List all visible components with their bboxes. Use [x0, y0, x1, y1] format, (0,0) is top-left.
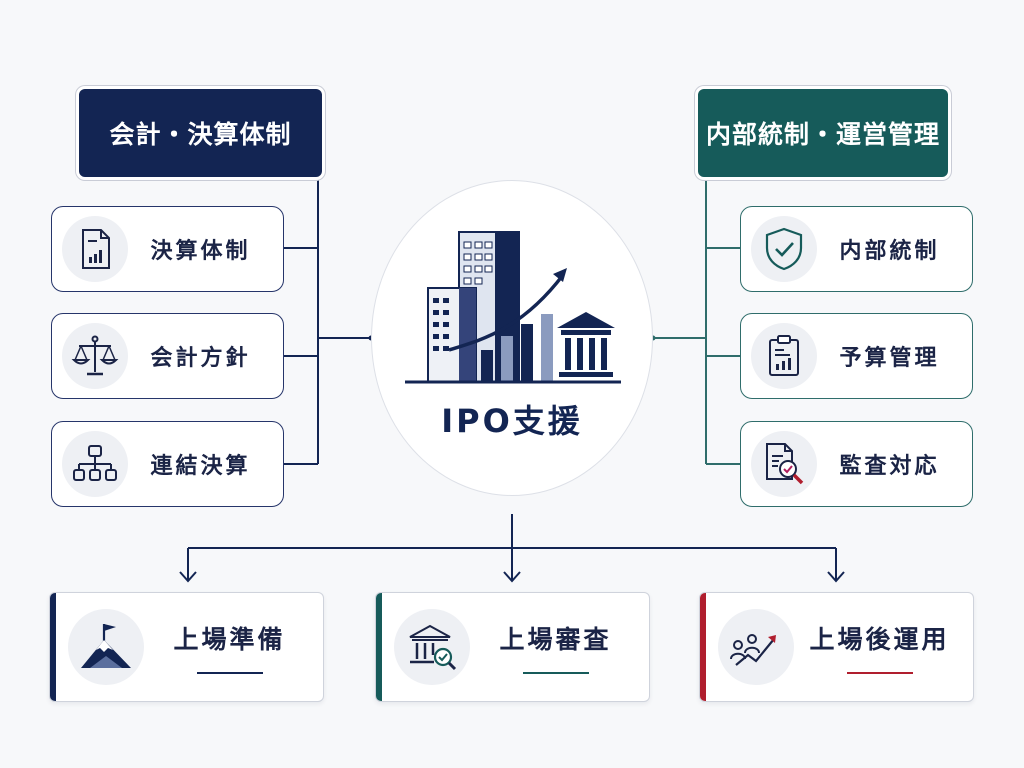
clipboard-chart-icon: [751, 323, 817, 389]
stage-listing-preparation: 上場準備: [49, 592, 324, 702]
accounting-header-title: 会計・決算体制: [109, 120, 292, 149]
accounting-header: 会計・決算体制: [79, 89, 322, 177]
shield-check-icon: [751, 216, 817, 282]
card-closing-system-label: 決算体制: [150, 239, 251, 264]
stage-underline: [522, 672, 589, 674]
people-growth-icon: [718, 609, 794, 685]
card-consolidated-closing-label: 連結決算: [150, 454, 251, 479]
internal-control-header-title: 内部統制・運営管理: [705, 120, 940, 149]
card-audit-response-label: 監査対応: [839, 454, 940, 479]
stage-accent-bar: [376, 593, 382, 701]
stage-post-listing-operation: 上場後運用: [699, 592, 974, 702]
stage-listing-review: 上場審査: [375, 592, 650, 702]
card-budget-management: 予算管理: [740, 313, 973, 399]
card-internal-control: 内部統制: [740, 206, 973, 292]
hub-title: IPO支援: [441, 402, 583, 440]
stage-listing-preparation-label: 上場準備: [173, 625, 286, 654]
bank-search-icon: [394, 609, 470, 685]
stage-underline: [196, 672, 263, 674]
mountain-flag-icon: [68, 609, 144, 685]
internal-control-header: 内部統制・運営管理: [698, 89, 948, 177]
card-budget-management-label: 予算管理: [839, 346, 940, 371]
stage-underline: [846, 672, 913, 674]
buildings-growth-icon: [405, 231, 621, 384]
org-chart-icon: [62, 431, 128, 497]
card-audit-response: 監査対応: [740, 421, 973, 507]
document-search-icon: [751, 431, 817, 497]
document-chart-icon: [62, 216, 128, 282]
card-closing-system: 決算体制: [51, 206, 284, 292]
card-consolidated-closing: 連結決算: [51, 421, 284, 507]
stage-accent-bar: [700, 593, 706, 701]
card-accounting-policy: 会計方針: [51, 313, 284, 399]
card-internal-control-label: 内部統制: [839, 239, 940, 264]
ipo-support-hub: [371, 180, 653, 496]
balance-scale-icon: [62, 323, 128, 389]
stage-post-listing-operation-label: 上場後運用: [809, 625, 950, 654]
card-accounting-policy-label: 会計方針: [150, 346, 251, 371]
stage-accent-bar: [50, 593, 56, 701]
stage-listing-review-label: 上場審査: [499, 625, 612, 654]
